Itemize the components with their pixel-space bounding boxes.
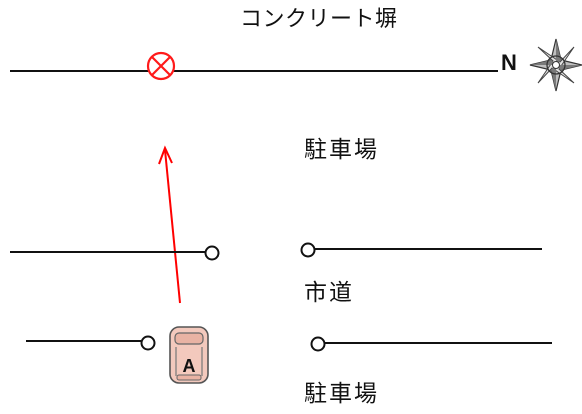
north-label: N (501, 50, 517, 75)
parking-lot-label-bottom: 駐車場 (304, 381, 379, 407)
circle-x-icon (146, 51, 176, 81)
road-edge-lower-left-end (140, 335, 156, 351)
parking-lot-label-top: 駐車場 (304, 137, 379, 163)
city-road-label: 市道 (304, 280, 354, 306)
compass-rose-icon (529, 38, 582, 92)
car-icon (169, 326, 209, 384)
road-edge-upper-right-end (300, 242, 316, 258)
road-edge-upper-left-end (204, 245, 220, 261)
vehicle-label: A (182, 356, 196, 376)
concrete-wall-label: コンクリート塀 (240, 7, 398, 32)
arrow-up-icon (158, 145, 181, 304)
road-edge-lower-right-end (310, 336, 326, 352)
